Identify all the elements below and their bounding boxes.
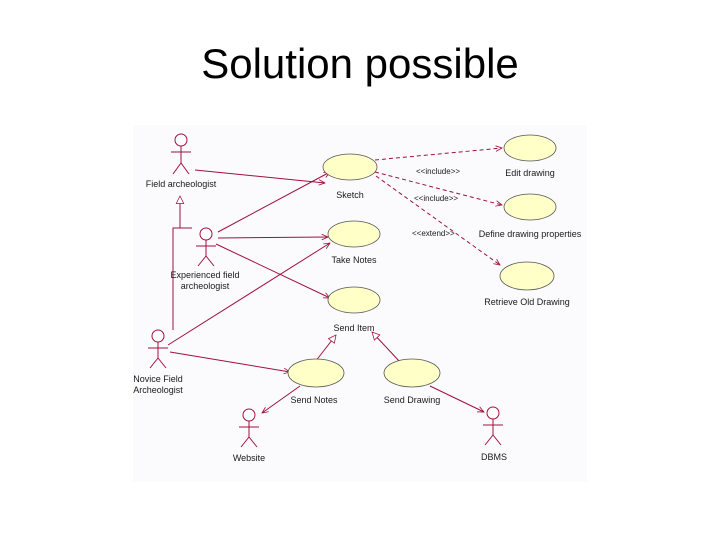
actor-label: archeologist <box>181 281 230 291</box>
usecase-take-notes[interactable] <box>327 220 381 248</box>
actor-label: Experienced field <box>170 270 239 280</box>
usecase-label: Edit drawing <box>505 168 555 178</box>
usecase-label: Send Drawing <box>384 395 441 405</box>
gen-senddrawing-senditem <box>372 332 401 363</box>
usecase-label: Sketch <box>336 190 364 200</box>
usecase-send-notes[interactable] <box>287 358 345 388</box>
extend-retrieve-sketch <box>375 175 500 265</box>
actor-label: Novice Field <box>133 374 183 384</box>
actor-dbms-icon[interactable] <box>483 406 503 446</box>
usecase-send-drawing[interactable] <box>383 358 441 388</box>
usecase-define-props[interactable] <box>503 193 557 221</box>
actor-experienced-archeologist-icon[interactable] <box>196 227 216 267</box>
usecase-sketch[interactable] <box>322 153 378 181</box>
usecase-label: Take Notes <box>331 255 377 265</box>
actor-website-icon[interactable] <box>239 408 259 448</box>
actor-label: Website <box>233 453 265 463</box>
stereotype-label: <<include>> <box>416 167 460 176</box>
gen-actors-field <box>172 227 192 330</box>
usecase-label: Send Item <box>333 323 374 333</box>
diagram-canvas: <<include>> <<include>> <<extend>> Sketc… <box>133 133 582 463</box>
actor-novice-archeologist-icon[interactable] <box>148 329 168 369</box>
slide-title: Solution possible <box>201 40 519 87</box>
actor-label: Field archeologist <box>146 179 217 189</box>
actor-label: Archeologist <box>133 385 183 395</box>
usecase-send-item[interactable] <box>327 286 381 314</box>
gen-sendnotes-senditem <box>314 335 336 363</box>
assoc-novice-sendnotes <box>169 351 290 372</box>
assoc-sendnotes-website <box>262 385 301 413</box>
assoc-experienced-senditem <box>215 243 330 299</box>
assoc-experienced-takenotes <box>217 237 328 238</box>
stereotype-label: <<include>> <box>414 194 458 203</box>
include-sketch-define <box>374 171 502 205</box>
stereotype-label: <<extend>> <box>412 229 455 238</box>
assoc-senddrawing-dbms <box>429 385 484 413</box>
usecase-retrieve-old[interactable] <box>499 261 555 291</box>
usecase-label: Define drawing properties <box>479 229 582 239</box>
usecase-label: Retrieve Old Drawing <box>484 297 570 307</box>
actor-label: DBMS <box>481 452 507 462</box>
usecase-edit-drawing[interactable] <box>503 134 557 162</box>
assoc-experienced-sketch <box>217 172 330 233</box>
assoc-field-sketch <box>194 169 325 183</box>
actor-field-archeologist-icon[interactable] <box>171 133 191 175</box>
include-sketch-edit <box>374 148 502 161</box>
use-case-diagram: <<include>> <<include>> <<extend>> Sketc… <box>133 125 587 482</box>
assoc-novice-takenotes <box>167 243 330 346</box>
usecase-label: Send Notes <box>290 395 338 405</box>
